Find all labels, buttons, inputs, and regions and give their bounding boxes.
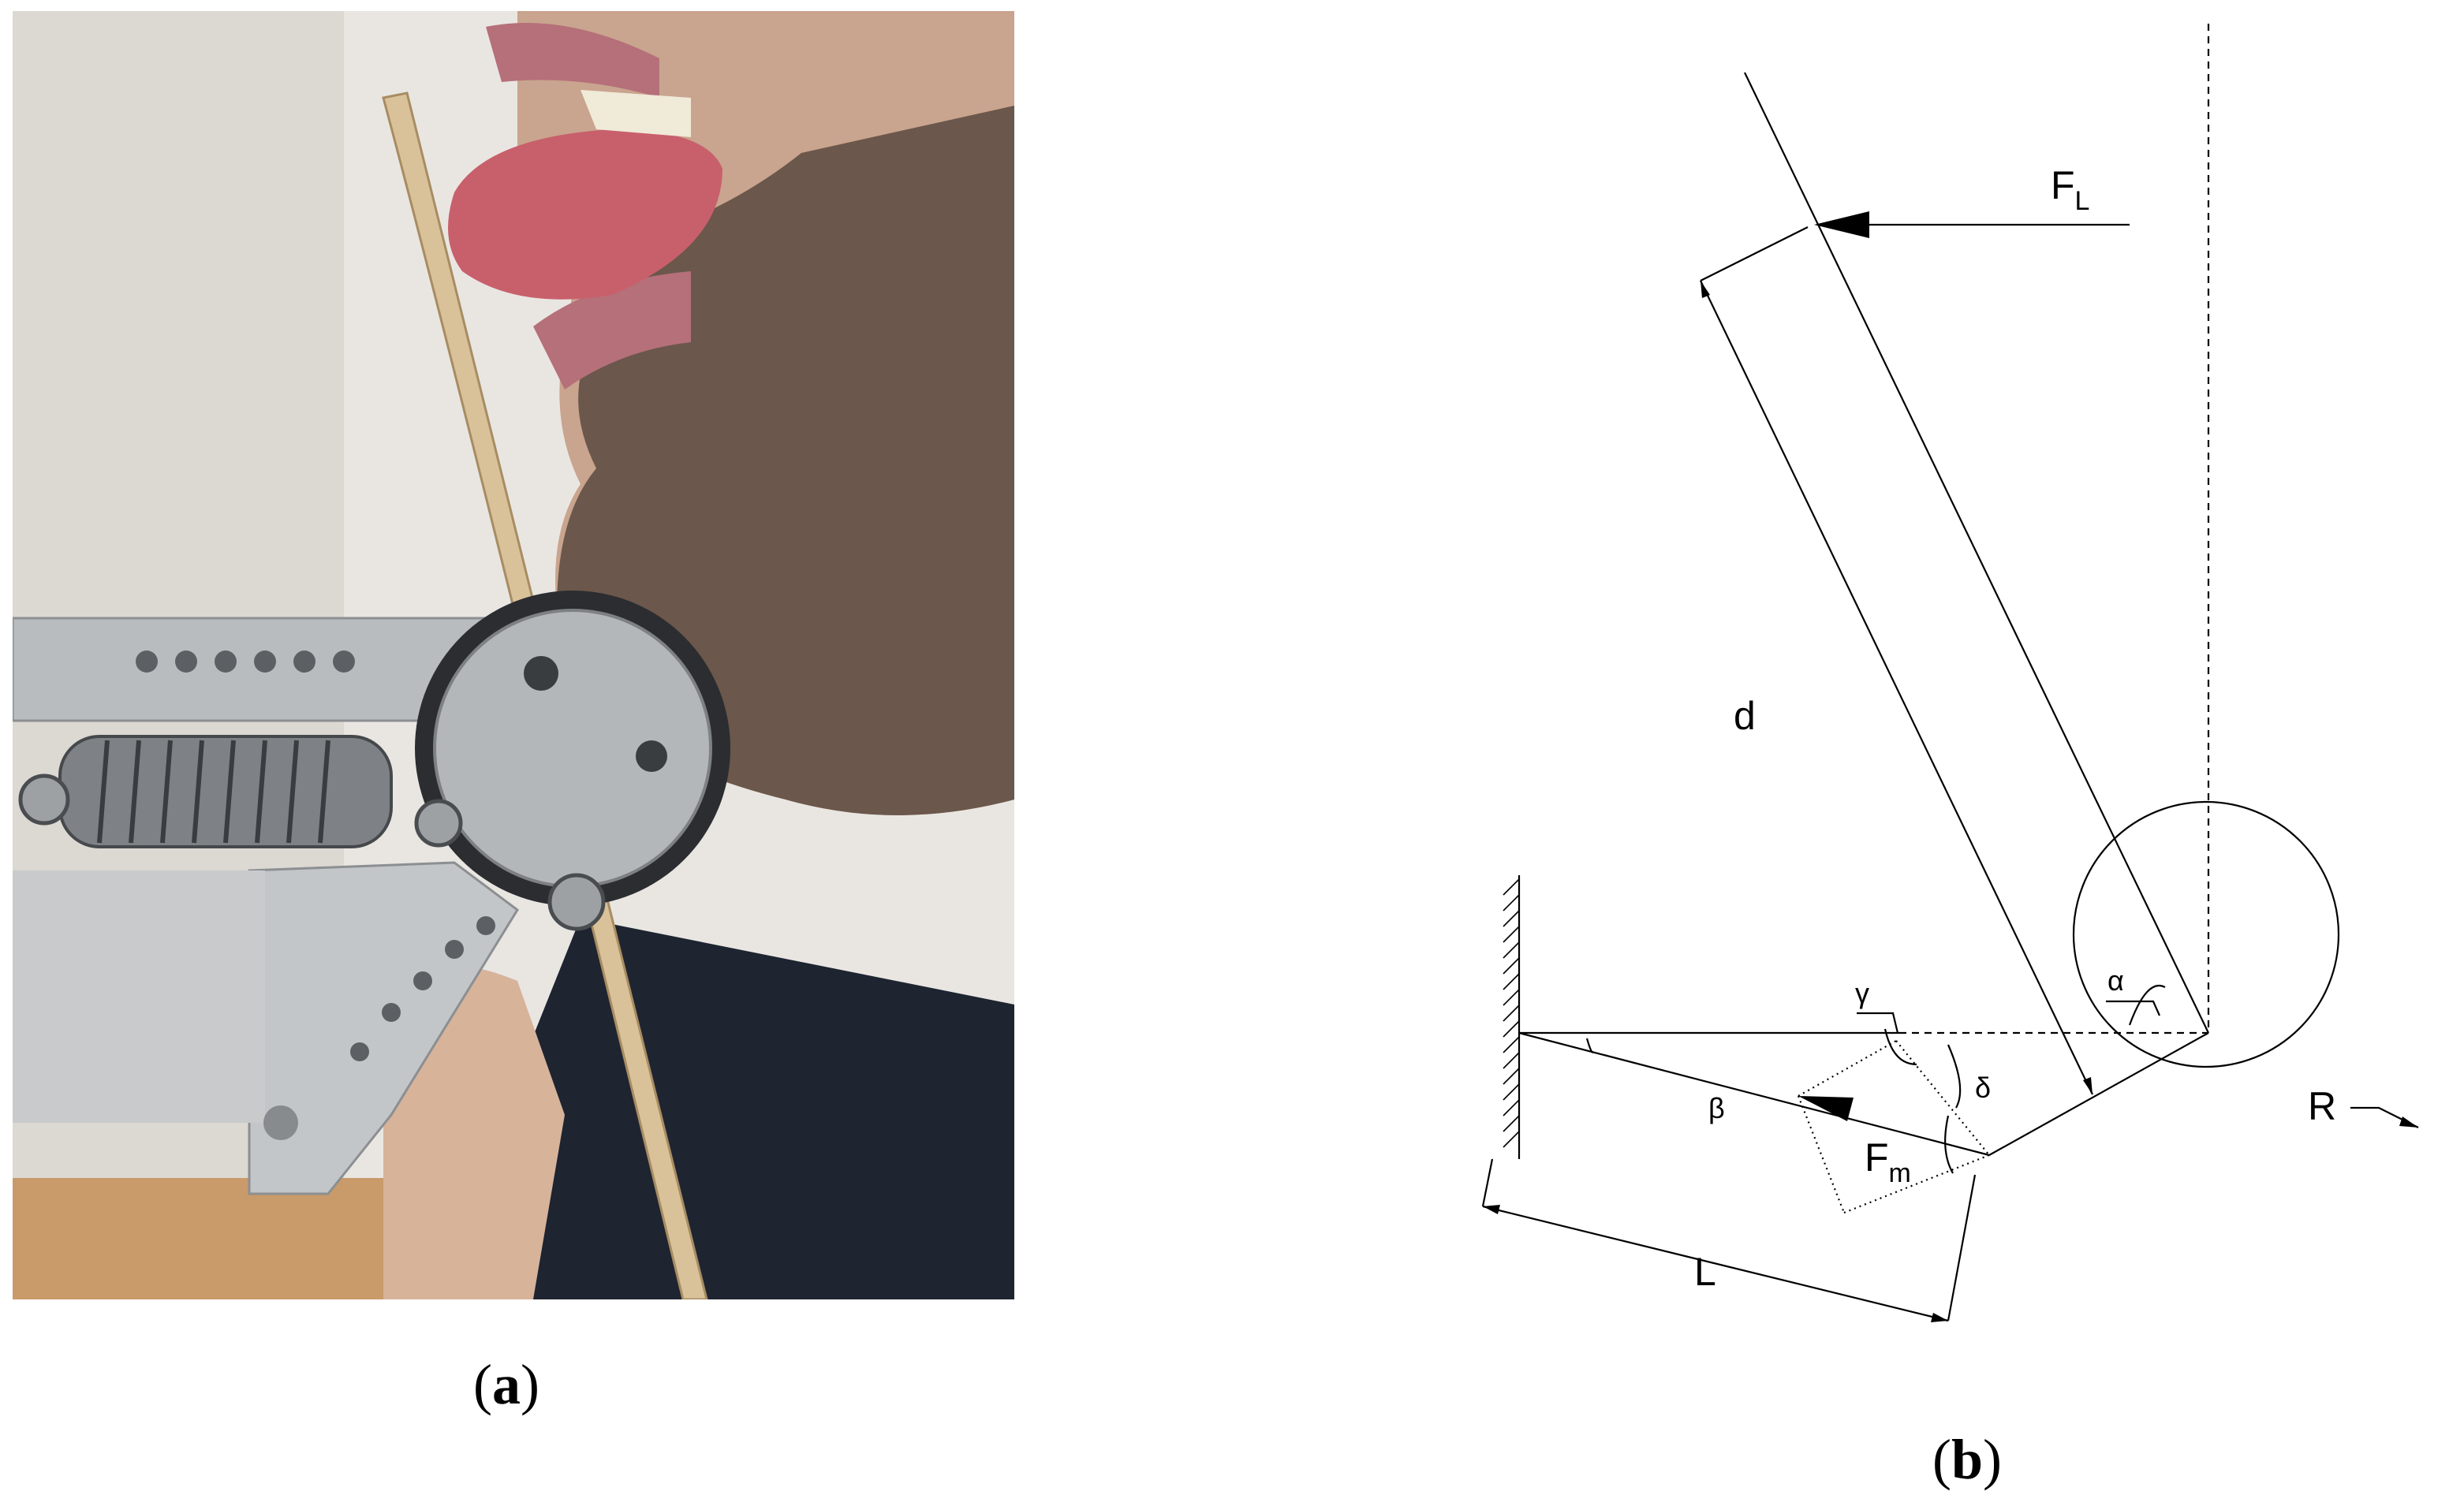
bracket-base — [13, 870, 265, 1123]
dimension-d — [1700, 280, 2093, 1095]
wall-hatching — [1503, 878, 1520, 1148]
force-lever-arrowhead — [1814, 211, 1869, 238]
delta-arc-2 — [1944, 1115, 1954, 1174]
dial-bolt — [547, 873, 606, 931]
label-d: d — [1734, 694, 1756, 738]
dimension-L-ext-left — [1481, 1158, 1494, 1207]
bar-holes — [136, 650, 355, 673]
dimension-d-ext — [1700, 226, 1809, 281]
label-beta: β — [1708, 1092, 1725, 1124]
beta-arc — [1585, 1038, 1594, 1053]
pivot-segment — [1988, 1032, 2209, 1156]
label-L: L — [1694, 1250, 1716, 1294]
lower-lip — [533, 271, 691, 390]
spring-bolt — [414, 799, 463, 848]
alpha-arc — [2128, 984, 2166, 1026]
force-diagram: FL d α γ β δ Fm L R — [1481, 24, 2419, 1322]
end-bolt — [18, 774, 70, 826]
table-surface — [13, 1178, 423, 1299]
dimension-d-arrow-top — [1701, 281, 1710, 298]
shirt — [517, 918, 1014, 1299]
label-force-lever: FL — [2051, 163, 2089, 216]
bracket-holes — [263, 916, 495, 1140]
label-delta: δ — [1975, 1072, 1991, 1104]
radius-arrowhead — [2399, 1116, 2418, 1128]
label-alpha: α — [2107, 964, 2124, 997]
dimension-L-ext — [1947, 1174, 1977, 1321]
teeth — [581, 90, 691, 137]
dial-hole-top — [524, 656, 558, 691]
delta-arc — [1947, 1044, 1962, 1109]
tongue — [448, 129, 722, 300]
caption-a: (a) — [473, 1353, 539, 1416]
muscle-line — [1518, 1031, 1990, 1157]
caption-b: (b) — [1932, 1428, 2003, 1491]
device-photo — [13, 11, 1014, 1299]
lever-line — [1744, 72, 2209, 1034]
dimension-L-arrow-left — [1483, 1205, 1500, 1214]
alpha-leader — [2106, 1000, 2161, 1016]
label-R: R — [2308, 1084, 2336, 1128]
spring-coils — [97, 740, 330, 844]
muscle-force-arrowhead — [1798, 1096, 1854, 1121]
label-force-muscle: Fm — [1865, 1135, 1911, 1188]
dial-plate — [433, 609, 712, 888]
upper-lip — [486, 23, 659, 98]
gamma-arc — [1883, 1028, 1917, 1066]
dial-hole-right — [636, 740, 667, 772]
radius-circle — [2072, 800, 2340, 1068]
label-gamma: γ — [1855, 977, 1869, 1009]
force-decomposition — [1797, 1040, 1990, 1214]
dimension-d-arrow-bottom — [2083, 1077, 2093, 1094]
gamma-leader — [1857, 1012, 1899, 1034]
dimension-L — [1482, 1205, 1949, 1322]
dimension-L-arrow-right — [1931, 1313, 1948, 1322]
